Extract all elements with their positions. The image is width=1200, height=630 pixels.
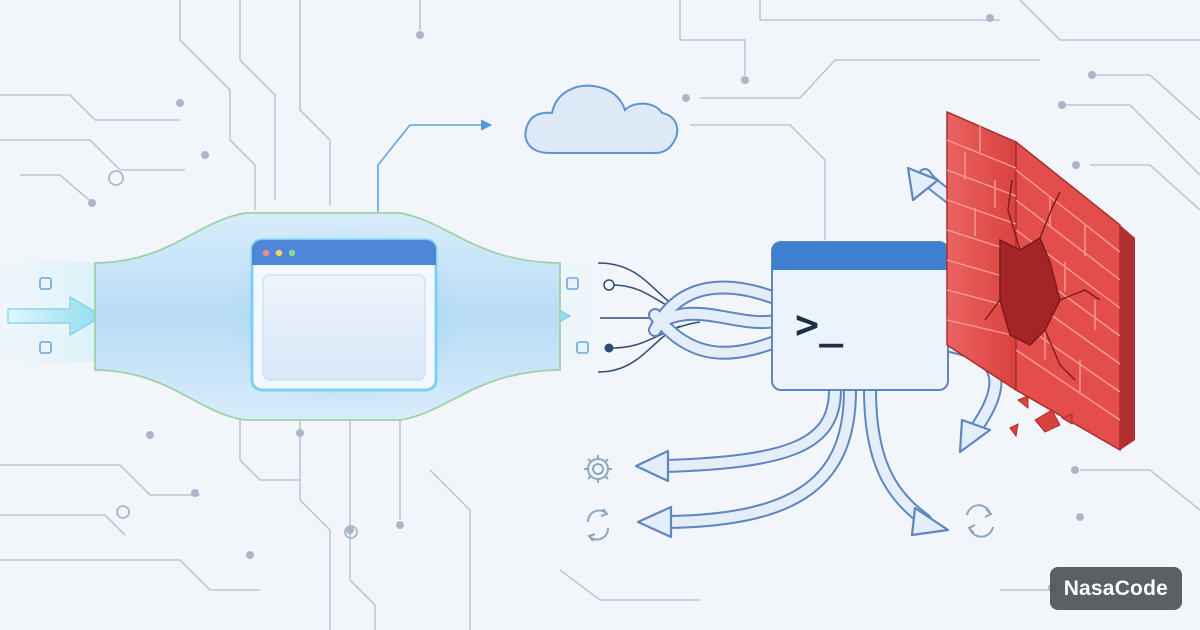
refresh-icon (586, 508, 610, 542)
arrow-head-left-upper (634, 449, 670, 483)
circuit-nodes (88, 14, 1096, 592)
firewall (946, 110, 1135, 452)
terminal-prompt: >_ (795, 302, 844, 348)
arrow-head-down (910, 506, 950, 537)
gear-icon (584, 455, 612, 483)
wall-crack (999, 236, 1061, 346)
cloud-icon (524, 84, 679, 154)
cloud-link (377, 119, 493, 212)
tube-arrow-heads (634, 166, 992, 539)
connector-endpoints (603, 279, 615, 353)
flow-arrow (7, 295, 105, 337)
tangled-connections (648, 280, 787, 360)
browser-window (250, 238, 438, 392)
watermark-badge: NasaCode (1049, 567, 1182, 610)
arrow-head-up (906, 166, 940, 202)
sync-icon (966, 504, 994, 538)
circuit-ring-nodes (108, 170, 358, 539)
terminal-window: >_ (771, 241, 949, 391)
arrow-head-left-lower (636, 505, 673, 539)
arrow-head-down-right (958, 418, 992, 454)
